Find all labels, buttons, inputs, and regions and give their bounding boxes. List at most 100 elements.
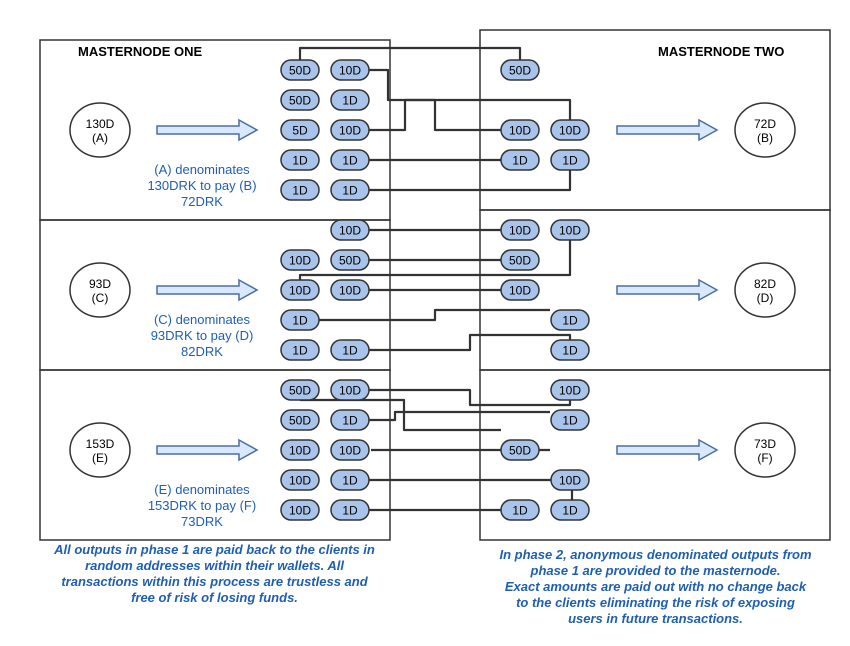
pill-shape xyxy=(280,379,320,401)
caption-line: free of risk of losing funds. xyxy=(131,590,298,605)
pill-label: 10D xyxy=(509,284,531,298)
denomination-pill: 1D xyxy=(280,309,320,331)
connection-line xyxy=(369,170,572,192)
pill-label: 1D xyxy=(292,344,308,358)
client-circle-shape xyxy=(734,262,796,318)
input-client-circle: 153D(E) xyxy=(69,422,131,478)
denomination-pill: 10D xyxy=(330,379,370,401)
pill-label: 10D xyxy=(559,224,581,238)
group-description-line: (C) denominates xyxy=(154,312,251,327)
pill-shape xyxy=(280,469,320,491)
denomination-pill: 10D xyxy=(330,279,370,301)
pill-shape xyxy=(330,89,370,111)
input-client-circle: 130D(A) xyxy=(69,102,131,158)
pill-shape xyxy=(280,59,320,81)
client-amount: 73D xyxy=(754,437,776,451)
pill-label: 1D xyxy=(342,94,358,108)
client-circle-shape xyxy=(734,102,796,158)
pill-shape xyxy=(330,379,370,401)
client-id: (E) xyxy=(92,451,108,465)
pill-label: 10D xyxy=(509,224,531,238)
pill-shape xyxy=(330,59,370,81)
pill-label: 1D xyxy=(342,184,358,198)
denomination-pill: 50D xyxy=(500,59,540,81)
group-description-line: (E) denominates xyxy=(154,482,250,497)
flow-arrow xyxy=(616,438,719,462)
flow-arrow xyxy=(616,118,719,142)
client-circle-shape xyxy=(734,422,796,478)
denomination-pill: 50D xyxy=(280,59,320,81)
denomination-pill: 10D xyxy=(280,439,320,461)
group-description-line: 82DRK xyxy=(181,344,223,359)
client-circle-shape xyxy=(69,102,131,158)
pill-label: 10D xyxy=(339,224,361,238)
caption-line: All outputs in phase 1 are paid back to … xyxy=(54,542,375,557)
group-description-line: 93DRK to pay (D) xyxy=(151,328,254,343)
pill-shape xyxy=(330,179,370,201)
pill-label: 10D xyxy=(339,64,361,78)
group-description-line: (A) denominates xyxy=(154,162,250,177)
client-circles: 130D(A)72D(B)93D(C)82D(D)153D(E)73D(F) xyxy=(69,102,796,478)
group-description-line: 72DRK xyxy=(181,194,223,209)
denomination-pill: 1D xyxy=(280,149,320,171)
pill-label: 10D xyxy=(339,124,361,138)
pill-shape xyxy=(500,59,540,81)
denomination-pill: 50D xyxy=(500,439,540,461)
caption-line: users in future transactions. xyxy=(568,611,743,626)
denomination-pill: 10D xyxy=(280,469,320,491)
client-amount: 130D xyxy=(86,117,115,131)
caption-line: random addresses within their wallets. A… xyxy=(85,558,344,573)
pill-label: 1D xyxy=(342,154,358,168)
pill-shape xyxy=(280,249,320,271)
caption-line: Exact amounts are paid out with no chang… xyxy=(504,579,807,594)
pill-shape xyxy=(500,499,540,521)
group-description-line: 130DRK to pay (B) xyxy=(147,178,256,193)
pill-shape xyxy=(280,439,320,461)
denomination-pill: 1D xyxy=(550,499,590,521)
client-id: (A) xyxy=(92,131,108,145)
connection-line xyxy=(369,388,572,407)
pill-shape xyxy=(550,339,590,361)
denomination-pill: 50D xyxy=(280,89,320,111)
pill-label: 50D xyxy=(289,64,311,78)
output-client-circle: 73D(F) xyxy=(734,422,796,478)
denomination-pill: 10D xyxy=(500,279,540,301)
pill-label: 50D xyxy=(509,444,531,458)
pill-shape xyxy=(550,469,590,491)
denomination-pill: 10D xyxy=(500,219,540,241)
masternode-one-title: MASTERNODE ONE xyxy=(78,44,203,59)
phase-one-caption: All outputs in phase 1 are paid back to … xyxy=(12,542,417,606)
input-client-circle: 93D(C) xyxy=(69,262,131,318)
client-amount: 93D xyxy=(89,277,111,291)
denomination-pill: 10D xyxy=(550,219,590,241)
output-client-circle: 72D(B) xyxy=(734,102,796,158)
pill-label: 50D xyxy=(289,414,311,428)
pill-shape xyxy=(330,409,370,431)
client-id: (F) xyxy=(757,451,772,465)
pill-shape xyxy=(280,119,320,141)
pill-label: 1D xyxy=(342,474,358,488)
pill-shape xyxy=(500,279,540,301)
flow-arrow xyxy=(616,278,719,302)
connection-line xyxy=(369,98,572,132)
pill-label: 1D xyxy=(292,184,308,198)
pill-label: 1D xyxy=(342,504,358,518)
flow-arrow xyxy=(156,118,259,142)
pill-shape xyxy=(280,499,320,521)
connection-line xyxy=(298,46,522,60)
caption-line: In phase 2, anonymous denominated output… xyxy=(499,547,812,562)
denomination-pill: 10D xyxy=(550,469,590,491)
client-circle-shape xyxy=(69,422,131,478)
pill-label: 50D xyxy=(289,384,311,398)
pill-shape xyxy=(280,179,320,201)
denomination-pill: 10D xyxy=(550,379,590,401)
pill-label: 1D xyxy=(562,504,578,518)
denomination-pill: 1D xyxy=(330,409,370,431)
pill-label: 1D xyxy=(562,154,578,168)
pill-shape xyxy=(280,409,320,431)
connection-line xyxy=(369,333,572,352)
denomination-pill: 1D xyxy=(550,309,590,331)
pill-label: 50D xyxy=(339,254,361,268)
